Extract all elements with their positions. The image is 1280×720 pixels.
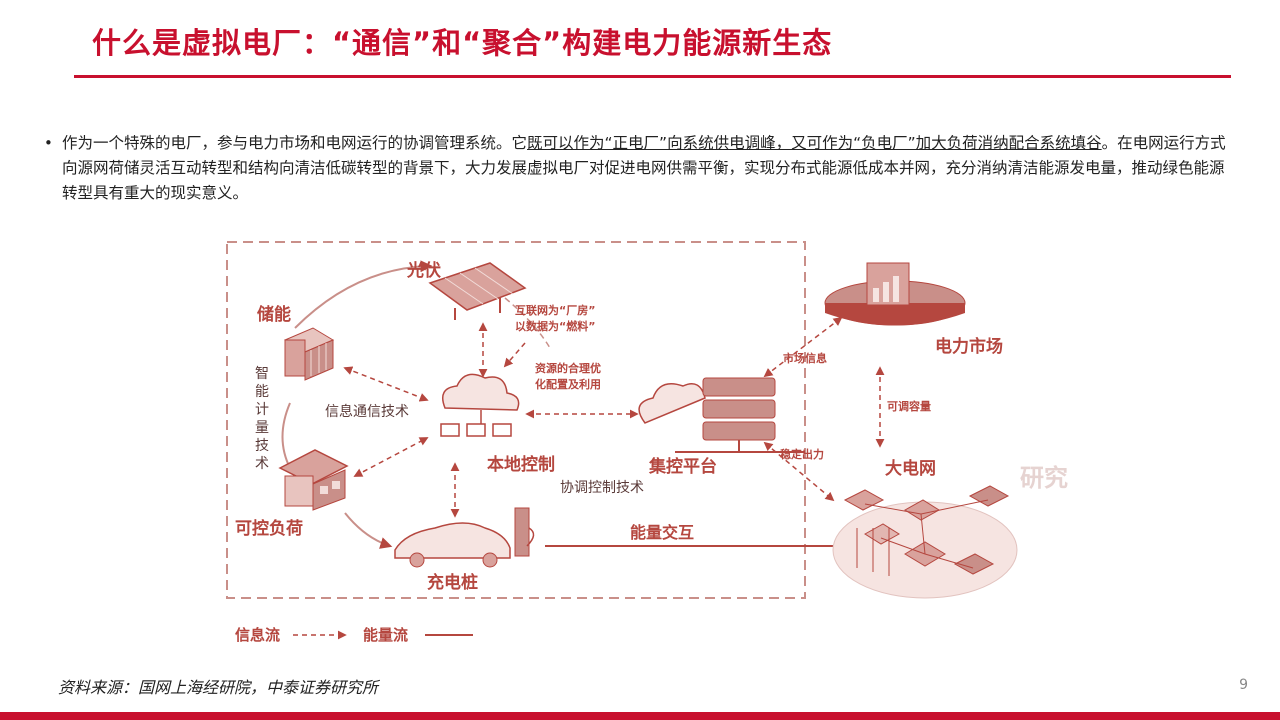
source-note: 资料来源：国网上海经研院，中泰证券研究所 bbox=[58, 678, 379, 697]
pv-panel-icon bbox=[428, 262, 527, 320]
node-label-controllable-load: 可控负荷 bbox=[235, 518, 303, 539]
annotation-resource-line1: 资源的合理优 bbox=[535, 361, 601, 375]
central-platform-server-icon bbox=[638, 377, 805, 453]
storage-cabinet-icon bbox=[283, 327, 335, 381]
charging-car-icon bbox=[394, 507, 535, 568]
node-label-pv: 光伏 bbox=[406, 260, 441, 281]
smart-metering-char-3: 计 bbox=[255, 402, 269, 418]
page-number: 9 bbox=[1239, 677, 1248, 693]
smart-metering-char-4: 量 bbox=[255, 420, 269, 436]
node-label-big-grid: 大电网 bbox=[885, 458, 936, 479]
smart-metering-char-2: 能 bbox=[255, 384, 269, 400]
smart-metering-char-1: 智 bbox=[255, 366, 269, 382]
arc-storage-load bbox=[281, 402, 291, 469]
label-coordinated-control: 协调控制技术 bbox=[560, 480, 644, 496]
info-flow-pv-resource bbox=[503, 342, 526, 368]
smart-metering-char-6: 术 bbox=[255, 456, 269, 472]
info-flow-load-local bbox=[353, 437, 429, 477]
smart-metering-char-5: 技 bbox=[255, 438, 269, 454]
annotation-internet-line2: 以数据为“燃料” bbox=[515, 319, 595, 333]
vpp-boundary bbox=[226, 241, 806, 599]
node-label-charging-pile: 充电桩 bbox=[427, 572, 478, 593]
label-adjustable-capacity: 可调容量 bbox=[887, 399, 931, 413]
power-market-icon bbox=[824, 262, 966, 326]
annotation-internet-line1: 互联网为“厂房” bbox=[515, 303, 595, 317]
label-market-info: 市场信息 bbox=[783, 351, 827, 365]
bullet-text-part1: 作为一个特殊的电厂，参与电力市场和电网运行的协调管理系统。它 bbox=[62, 134, 528, 152]
bullet-underlined-1: 既可以作为“正电厂”向系统供电调峰，又可作为“负电厂”加大负荷消纳 bbox=[527, 134, 1009, 152]
info-flow-storage-local bbox=[343, 366, 429, 402]
watermark-text: 研究 bbox=[1020, 464, 1068, 492]
bullet-text-part2: 。在电网运行方式向源网荷储灵活互动转型和结构向清洁低碳转型的背景下，大力发展虚拟… bbox=[62, 134, 1226, 202]
diagram-canvas: 光伏 储能 智 能 计 量 技 术 可控负荷 信息通信技术 bbox=[226, 241, 1068, 644]
info-flow-platform-market bbox=[763, 316, 843, 378]
bullet-text: 作为一个特殊的电厂，参与电力市场和电网运行的协调管理系统。它既可以作为“正电厂”… bbox=[62, 131, 1234, 206]
local-control-cloud-icon bbox=[440, 373, 520, 437]
title-divider bbox=[74, 75, 1231, 78]
label-info-comm-tech: 信息通信技术 bbox=[325, 403, 409, 420]
arc-load-charging bbox=[344, 512, 393, 549]
bullet-paragraph: • 作为一个特殊的电厂，参与电力市场和电网运行的协调管理系统。它既可以作为“正电… bbox=[44, 131, 1234, 206]
info-flow-platform-grid bbox=[763, 441, 835, 502]
big-grid-illustration bbox=[832, 485, 1018, 599]
node-label-power-market: 电力市场 bbox=[935, 336, 1003, 357]
virtual-power-plant-diagram: 光伏 储能 智 能 计 量 技 术 可控负荷 信息通信技术 bbox=[205, 228, 1085, 648]
legend-energy-flow-label: 能量流 bbox=[363, 626, 408, 644]
node-label-local-control: 本地控制 bbox=[487, 454, 555, 475]
legend-info-flow-label: 信息流 bbox=[235, 626, 280, 644]
arc-pv-resource bbox=[504, 297, 551, 349]
label-stable-output: 稳定出力 bbox=[780, 447, 824, 461]
arc-storage-pv bbox=[294, 260, 433, 329]
bullet-underlined-2: 配合系统填谷 bbox=[1008, 134, 1102, 152]
node-label-central-platform: 集控平台 bbox=[648, 456, 717, 477]
label-energy-interaction: 能量交互 bbox=[630, 523, 694, 542]
bottom-accent-bar bbox=[0, 712, 1280, 720]
node-label-storage: 储能 bbox=[257, 304, 291, 325]
house-icon bbox=[278, 449, 349, 511]
slide-title: 什么是虚拟电厂：“通信”和“聚合”构建电力能源新生态 bbox=[92, 26, 833, 60]
annotation-resource-line2: 化配置及利用 bbox=[535, 377, 601, 391]
bullet-dot: • bbox=[44, 134, 53, 152]
